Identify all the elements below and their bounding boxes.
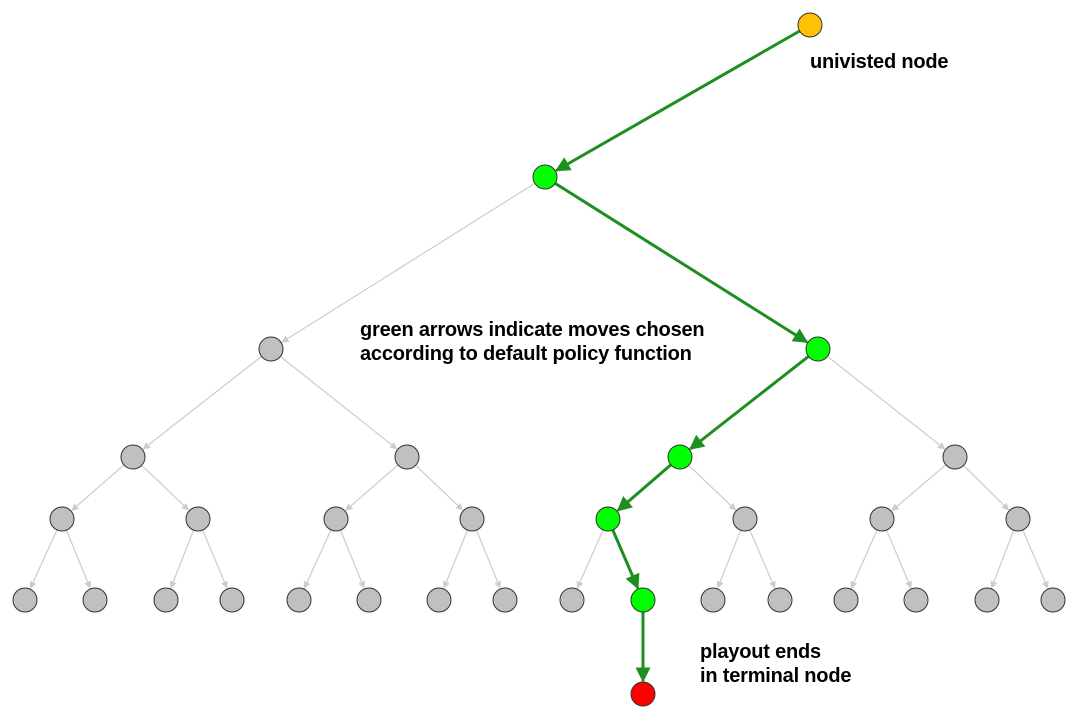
playout-ends-text-line2: in terminal node: [700, 665, 852, 687]
unexplored-arrow: [71, 464, 125, 511]
edges: [29, 29, 1049, 683]
unexplored-arrow: [280, 356, 398, 450]
unexplored-arrow: [963, 464, 1010, 511]
unexplored-node: [258, 336, 284, 362]
policy-arrows-label: green arrows indicate moves chosen accor…: [360, 318, 705, 366]
unexplored-arrow: [475, 529, 501, 589]
policy-path-node: [532, 164, 558, 190]
policy-arrow: [554, 29, 801, 172]
playout-ends-text-line1: playout ends: [700, 641, 821, 663]
unexplored-arrow: [65, 529, 91, 589]
unexplored-arrow: [688, 464, 737, 511]
unexplored-node: [559, 587, 585, 613]
policy-path-node: [595, 506, 621, 532]
terminal-node: [630, 681, 656, 707]
unexplored-node: [732, 506, 758, 532]
unexplored-arrow: [827, 355, 946, 450]
policy-arrow: [616, 463, 672, 512]
unexplored-arrow: [281, 182, 536, 343]
policy-path-node: [667, 444, 693, 470]
playout-ends-label: playout ends in terminal node: [700, 640, 851, 688]
policy-arrow: [689, 355, 810, 451]
unexplored-arrow: [749, 529, 776, 589]
unexplored-arrow: [886, 529, 912, 589]
unexplored-node: [153, 587, 179, 613]
policy-path-node: [630, 587, 656, 613]
unexplored-node: [942, 444, 968, 470]
nodes: [12, 12, 1066, 707]
unexplored-arrow: [202, 529, 228, 589]
unexplored-node: [869, 506, 895, 532]
unexplored-arrow: [169, 529, 195, 589]
unexplored-node: [323, 506, 349, 532]
unexplored-arrow: [990, 529, 1015, 589]
unexplored-arrow: [1022, 529, 1049, 589]
unexplored-arrow: [576, 529, 604, 589]
policy-path-node: [805, 336, 831, 362]
unvisited-node-label: univisted node: [810, 50, 949, 74]
unexplored-node: [700, 587, 726, 613]
unvisited-node: [797, 12, 823, 38]
unexplored-node: [767, 587, 793, 613]
policy-arrow: [554, 182, 809, 344]
unexplored-node: [219, 587, 245, 613]
unexplored-arrow: [716, 529, 742, 589]
unexplored-arrow: [339, 529, 365, 589]
policy-arrow: [611, 529, 640, 590]
unexplored-node: [1040, 587, 1066, 613]
unexplored-node: [356, 587, 382, 613]
unexplored-arrow: [850, 529, 878, 589]
unexplored-node: [426, 587, 452, 613]
unexplored-node: [974, 587, 1000, 613]
unexplored-arrow: [345, 464, 399, 511]
unexplored-node: [82, 587, 108, 613]
unexplored-arrow: [443, 529, 469, 589]
policy-arrows-text-line1: green arrows indicate moves chosen: [360, 319, 705, 341]
unexplored-node: [12, 587, 38, 613]
unexplored-arrow: [29, 529, 58, 589]
policy-arrows-text-line2: according to default policy function: [360, 343, 692, 365]
unexplored-node: [833, 587, 859, 613]
unexplored-node: [120, 444, 146, 470]
unexplored-node: [903, 587, 929, 613]
unexplored-arrow: [142, 355, 262, 450]
unexplored-node: [49, 506, 75, 532]
unexplored-node: [286, 587, 312, 613]
unexplored-arrow: [891, 464, 947, 512]
unexplored-node: [185, 506, 211, 532]
unexplored-node: [492, 587, 518, 613]
unexplored-arrow: [303, 529, 332, 589]
unexplored-arrow: [141, 464, 190, 511]
unexplored-node: [459, 506, 485, 532]
unexplored-node: [394, 444, 420, 470]
unexplored-arrow: [415, 464, 464, 511]
unvisited-node-text: univisted node: [810, 51, 949, 73]
unexplored-node: [1005, 506, 1031, 532]
